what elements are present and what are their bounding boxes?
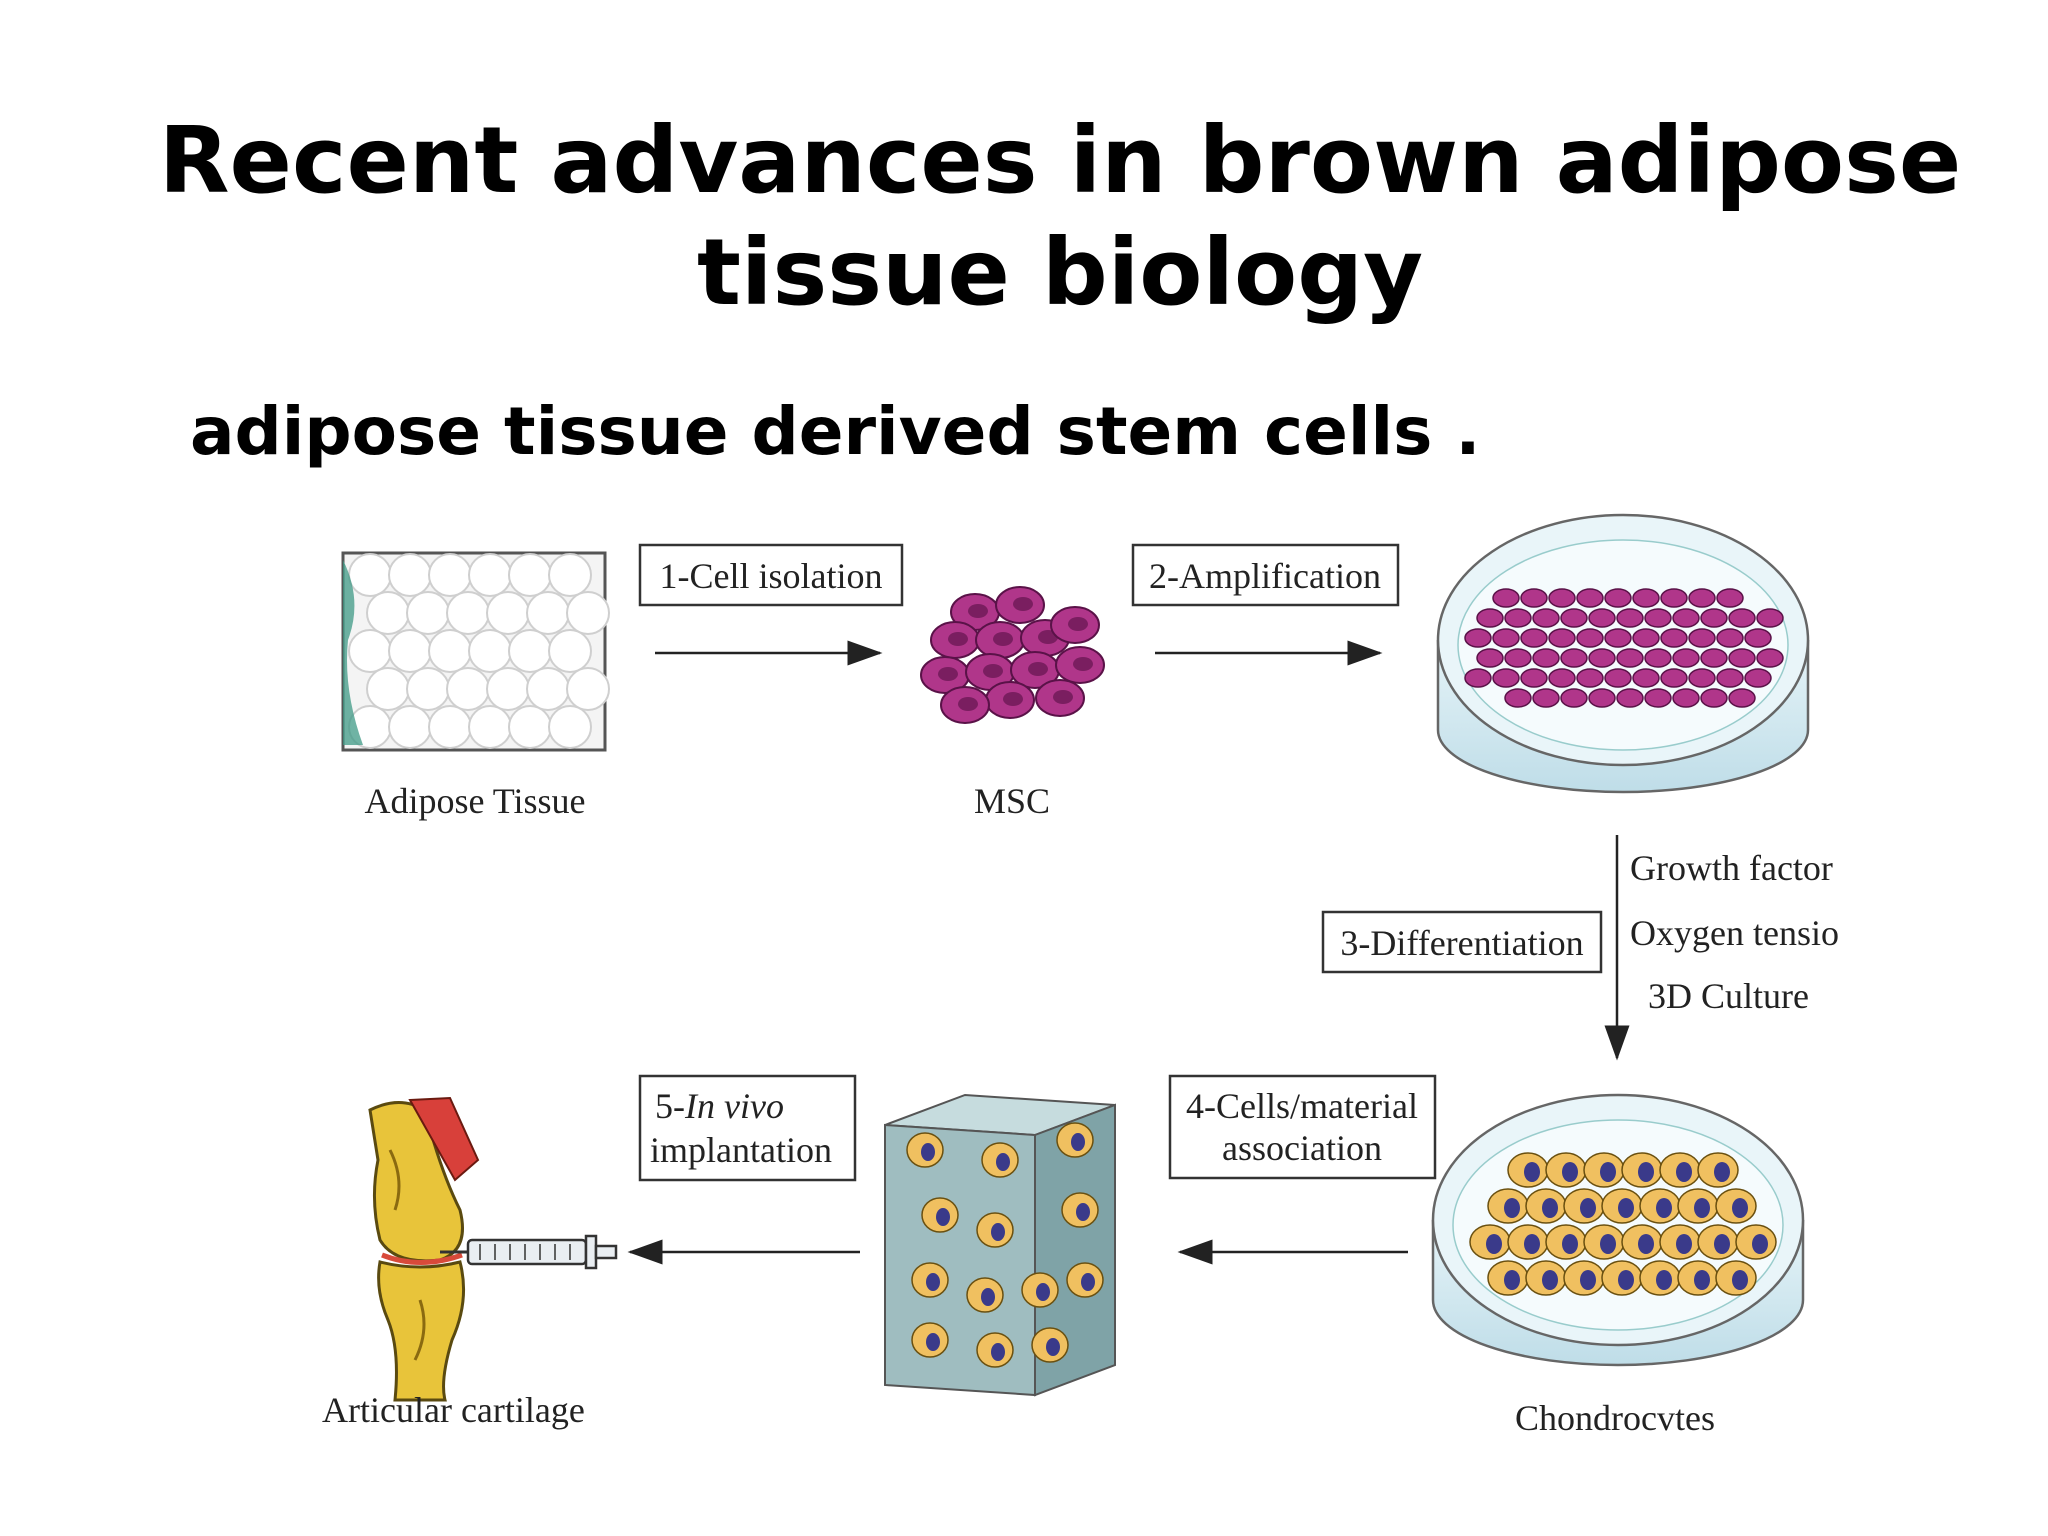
msc-cell [986,682,1034,718]
msc-cells [921,587,1104,723]
culture-dish-chondrocytes [1433,1095,1803,1365]
culture-dish-msc [1438,515,1808,792]
step-amplification: 2-Amplification [1133,545,1398,605]
msc-cell [1051,607,1099,643]
msc-cell [976,622,1024,658]
adipose-label: Adipose Tissue [364,781,585,821]
msc-cell [1056,647,1104,683]
step-5-label-line2: implantation [650,1130,832,1170]
msc-cell [941,687,989,723]
step-2-label: 2-Amplification [1149,556,1381,596]
step-cell-isolation: 1-Cell isolation [640,545,902,605]
step-differentiation: 3-Differentiation [1323,912,1601,972]
msc-cell [996,587,1044,623]
msc-cell [1036,680,1084,716]
factor-oxygen: Oxygen tensio [1630,913,1839,953]
step-5-label-line1: 5-In vivo [655,1086,784,1126]
knee-joint-illustration [370,1098,478,1400]
step-4-label-line1: 4-Cells/material [1186,1086,1418,1126]
step-cells-material-association: 4-Cells/material association [1170,1076,1435,1178]
differentiation-factors: Growth factor Oxygen tensio 3D Culture [1630,848,1839,1016]
step-5-number: 5- [655,1086,685,1126]
step-in-vivo-implantation: 5-In vivo implantation [640,1076,855,1180]
syringe-illustration [440,1236,616,1268]
cartilage-label: Articular cartilage [322,1390,585,1430]
step-5-in-vivo: In vivo [684,1086,784,1126]
scaffold-cube [885,1095,1115,1395]
step-3-label: 3-Differentiation [1340,923,1583,963]
chondrocytes-label: Chondrocvtes [1515,1398,1715,1438]
step-4-label-line2: association [1222,1128,1382,1168]
msc-label: MSC [974,781,1050,821]
factor-growth: Growth factor [1630,848,1833,888]
step-1-label: 1-Cell isolation [660,556,883,596]
factor-3d-culture: 3D Culture [1648,976,1809,1016]
msc-cell [931,622,979,658]
adipose-tissue-image [343,553,609,750]
